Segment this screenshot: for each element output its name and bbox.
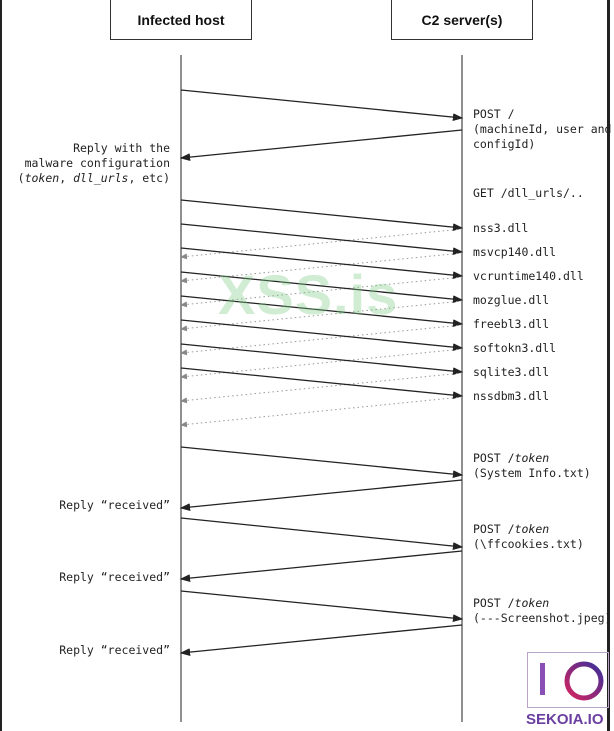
arrow-post-root xyxy=(180,89,464,121)
msg-post-cookies: POST /token(\ffcookies.txt) xyxy=(473,522,584,551)
logo-text: SEKOIA.IO xyxy=(526,711,604,728)
msg-dll-4: freebl3.dll xyxy=(473,317,550,331)
msg-dll-2: vcruntime140.dll xyxy=(473,269,584,283)
msg-received-3: Reply “received” xyxy=(59,643,170,657)
arrow-get-dll xyxy=(180,199,464,231)
msg-dll-3: mozglue.dll xyxy=(473,293,550,307)
arrow-get-dll xyxy=(180,295,464,327)
arrow-get-dll xyxy=(180,223,464,255)
arrow-post-screenshot xyxy=(180,590,464,622)
msg-dll-0: nss3.dll xyxy=(473,221,529,235)
arrow-config-reply xyxy=(179,129,463,161)
msg-dll-5: softokn3.dll xyxy=(473,341,557,355)
participant-infected-host: Infected host xyxy=(110,0,252,40)
msg-received-2: Reply “received” xyxy=(59,570,170,584)
msg-get-dlls: GET /dll_urls/.. xyxy=(473,186,584,200)
arrow-get-dll xyxy=(180,367,464,399)
arrow-post-sysinfo xyxy=(180,446,464,478)
arrow-get-dll xyxy=(180,271,464,303)
msg-dll-6: sqlite3.dll xyxy=(473,365,550,379)
msg-received-1: Reply “received” xyxy=(59,498,170,512)
arrow-dll-response xyxy=(180,396,463,428)
arrow-received xyxy=(179,479,463,511)
arrow-dll-response xyxy=(180,372,463,404)
arrow-post-cookies xyxy=(180,517,464,550)
arrow-received xyxy=(179,624,463,656)
arrow-get-dll xyxy=(180,247,464,279)
watermark: XSS.is xyxy=(218,263,399,326)
sekoia-logo xyxy=(527,652,609,708)
participant-c2-server: C2 server(s) xyxy=(391,0,533,40)
msg-post-screenshot: POST /token(---Screenshot.jpeg) xyxy=(473,596,612,625)
msg-dll-1: msvcp140.dll xyxy=(473,245,557,259)
msg-post-sysinfo: POST /token(System Info.txt) xyxy=(473,451,591,480)
msg-dll-7: nssdbm3.dll xyxy=(473,389,550,403)
arrow-received xyxy=(179,550,463,582)
logo-mark xyxy=(540,661,604,701)
arrow-get-dll xyxy=(180,343,464,375)
arrow-get-dll xyxy=(180,319,464,351)
